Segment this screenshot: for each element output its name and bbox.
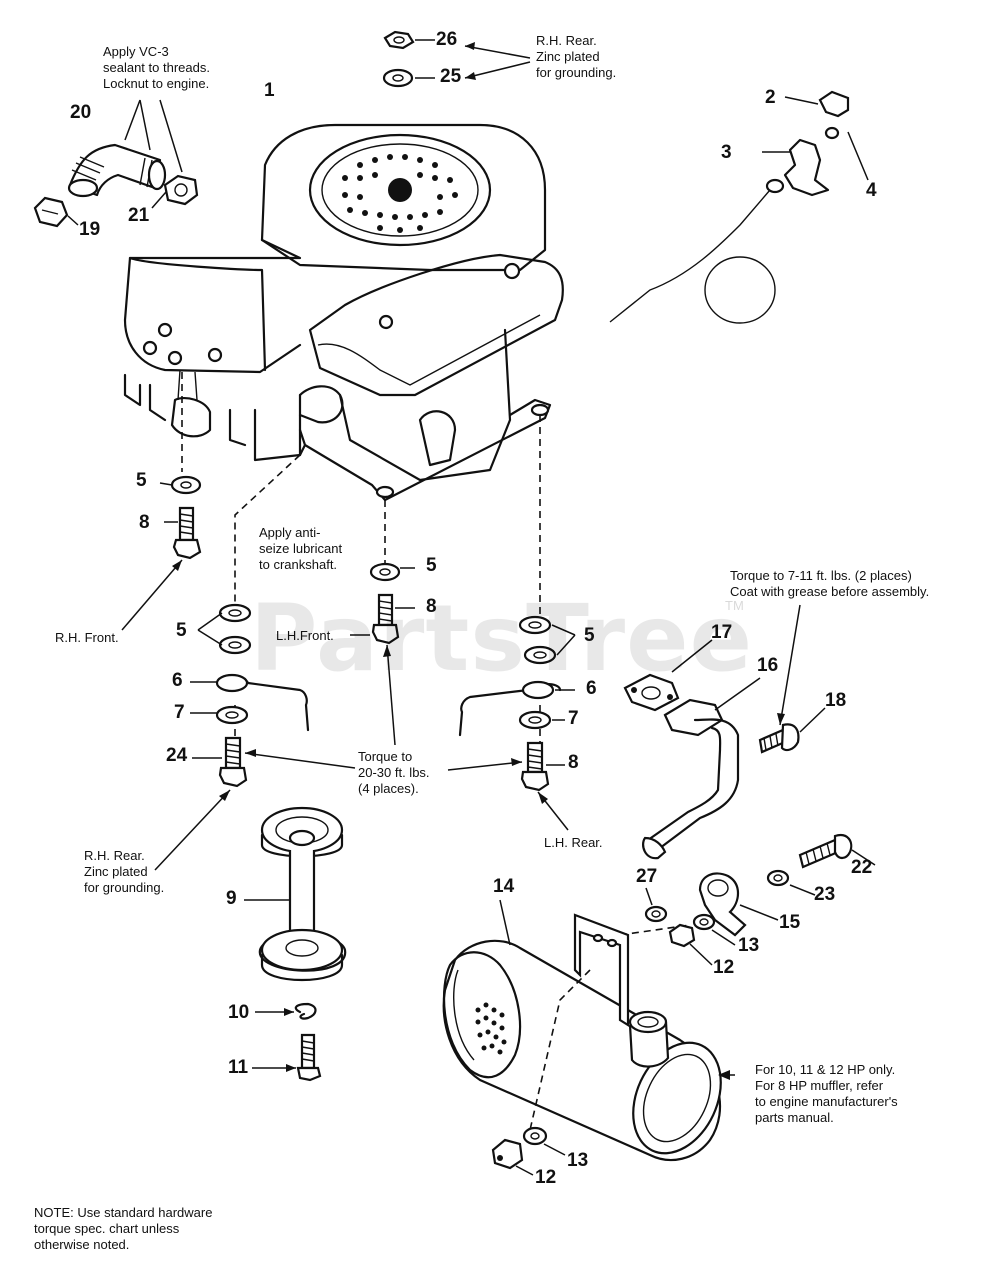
callout-26: 26 [436, 29, 458, 50]
callout-3: 3 [721, 142, 732, 163]
callout-23: 23 [814, 884, 836, 905]
lh-front-label: L.H.Front. [276, 628, 334, 643]
mount-torque-note: Torque to 20-30 ft. lbs. (4 places). [358, 749, 430, 796]
callout-25: 25 [440, 66, 462, 87]
lh-front-hardware [369, 562, 401, 645]
callout-5-rh-rear: 5 [176, 620, 187, 641]
callout-16: 16 [757, 655, 779, 676]
callout-12-upper: 12 [713, 957, 735, 978]
rh-rear-hardware [215, 603, 310, 788]
rh-rear-grounding-note-bottom: R.H. Rear. Zinc plated for grounding. [84, 848, 165, 895]
watermark-trademark: TM [725, 598, 744, 613]
clamp-15 [698, 872, 747, 937]
gasket-17 [623, 673, 680, 712]
callout-17: 17 [711, 622, 733, 643]
callout-2: 2 [765, 87, 776, 108]
callout-5-rh-front: 5 [136, 470, 147, 491]
washer-13-lower [522, 1126, 548, 1146]
callout-24: 24 [166, 745, 188, 766]
pulley-9 [258, 806, 347, 981]
callout-13-lower: 13 [567, 1150, 589, 1171]
muffler-torque-note: Torque to 7-11 ft. lbs. (2 places) Coat … [730, 568, 930, 599]
callout-6-lh: 6 [586, 678, 597, 699]
callout-21: 21 [128, 205, 150, 226]
callout-1: 1 [264, 80, 275, 101]
callout-9: 9 [226, 888, 237, 909]
callout-10: 10 [228, 1002, 250, 1023]
callout-5-lh-front: 5 [426, 555, 437, 576]
lockwasher-25 [382, 68, 414, 88]
snap-ring-10 [294, 1002, 317, 1020]
control-cable [609, 90, 850, 324]
parts-tree-watermark: PartsTree [250, 585, 753, 692]
callout-19: 19 [79, 219, 101, 240]
callout-7-rh: 7 [174, 702, 185, 723]
nut-19 [33, 196, 69, 228]
callout-8-lh-front: 8 [426, 596, 437, 617]
muffler-screen-holes [475, 1002, 507, 1055]
callout-11: 11 [228, 1057, 249, 1078]
rh-front-hardware [170, 475, 202, 560]
washer-27 [644, 905, 668, 923]
nut-12-upper [668, 923, 696, 948]
callout-4: 4 [866, 180, 877, 201]
callout-8-lh-rear: 8 [568, 752, 579, 773]
callout-5-lh-rear: 5 [584, 625, 595, 646]
grille-holes [342, 154, 458, 233]
callout-15: 15 [779, 912, 801, 933]
callout-20: 20 [70, 102, 92, 123]
lh-rear-hardware [458, 615, 562, 792]
callout-13-upper: 13 [738, 935, 760, 956]
muffler-hp-note: For 10, 11 & 12 HP only. For 8 HP muffle… [755, 1062, 898, 1125]
engine-assembly [123, 123, 564, 502]
callout-8-rh-front: 8 [139, 512, 150, 533]
callout-12-lower: 12 [535, 1167, 557, 1188]
bolt-11 [296, 1033, 322, 1082]
bolt-22 [798, 834, 853, 869]
exhaust-pipe-16 [642, 698, 740, 860]
callout-22: 22 [851, 857, 873, 878]
nut-12-lower [491, 1138, 524, 1170]
lh-rear-label: L.H. Rear. [544, 835, 603, 850]
elbow-fitting-20 [67, 143, 167, 198]
nut-26 [383, 30, 415, 50]
callout-14: 14 [493, 876, 515, 897]
callout-27: 27 [636, 866, 658, 887]
sealant-note: Apply VC-3 sealant to threads. Locknut t… [103, 44, 210, 91]
rh-front-label: R.H. Front. [55, 630, 119, 645]
rh-rear-grounding-note-top: R.H. Rear. Zinc plated for grounding. [536, 33, 617, 80]
washer-23 [766, 869, 790, 887]
muffler-14 [442, 913, 722, 1162]
lockwasher-13-upper [692, 913, 716, 931]
hardware-torque-note: NOTE: Use standard hardware torque spec.… [34, 1205, 213, 1252]
locknut-21 [163, 174, 199, 206]
callout-7-lh: 7 [568, 708, 579, 729]
callout-18: 18 [825, 690, 847, 711]
callout-6-rh: 6 [172, 670, 183, 691]
anti-seize-note: Apply anti- seize lubricant to crankshaf… [259, 525, 343, 572]
bolt-18 [758, 723, 800, 754]
